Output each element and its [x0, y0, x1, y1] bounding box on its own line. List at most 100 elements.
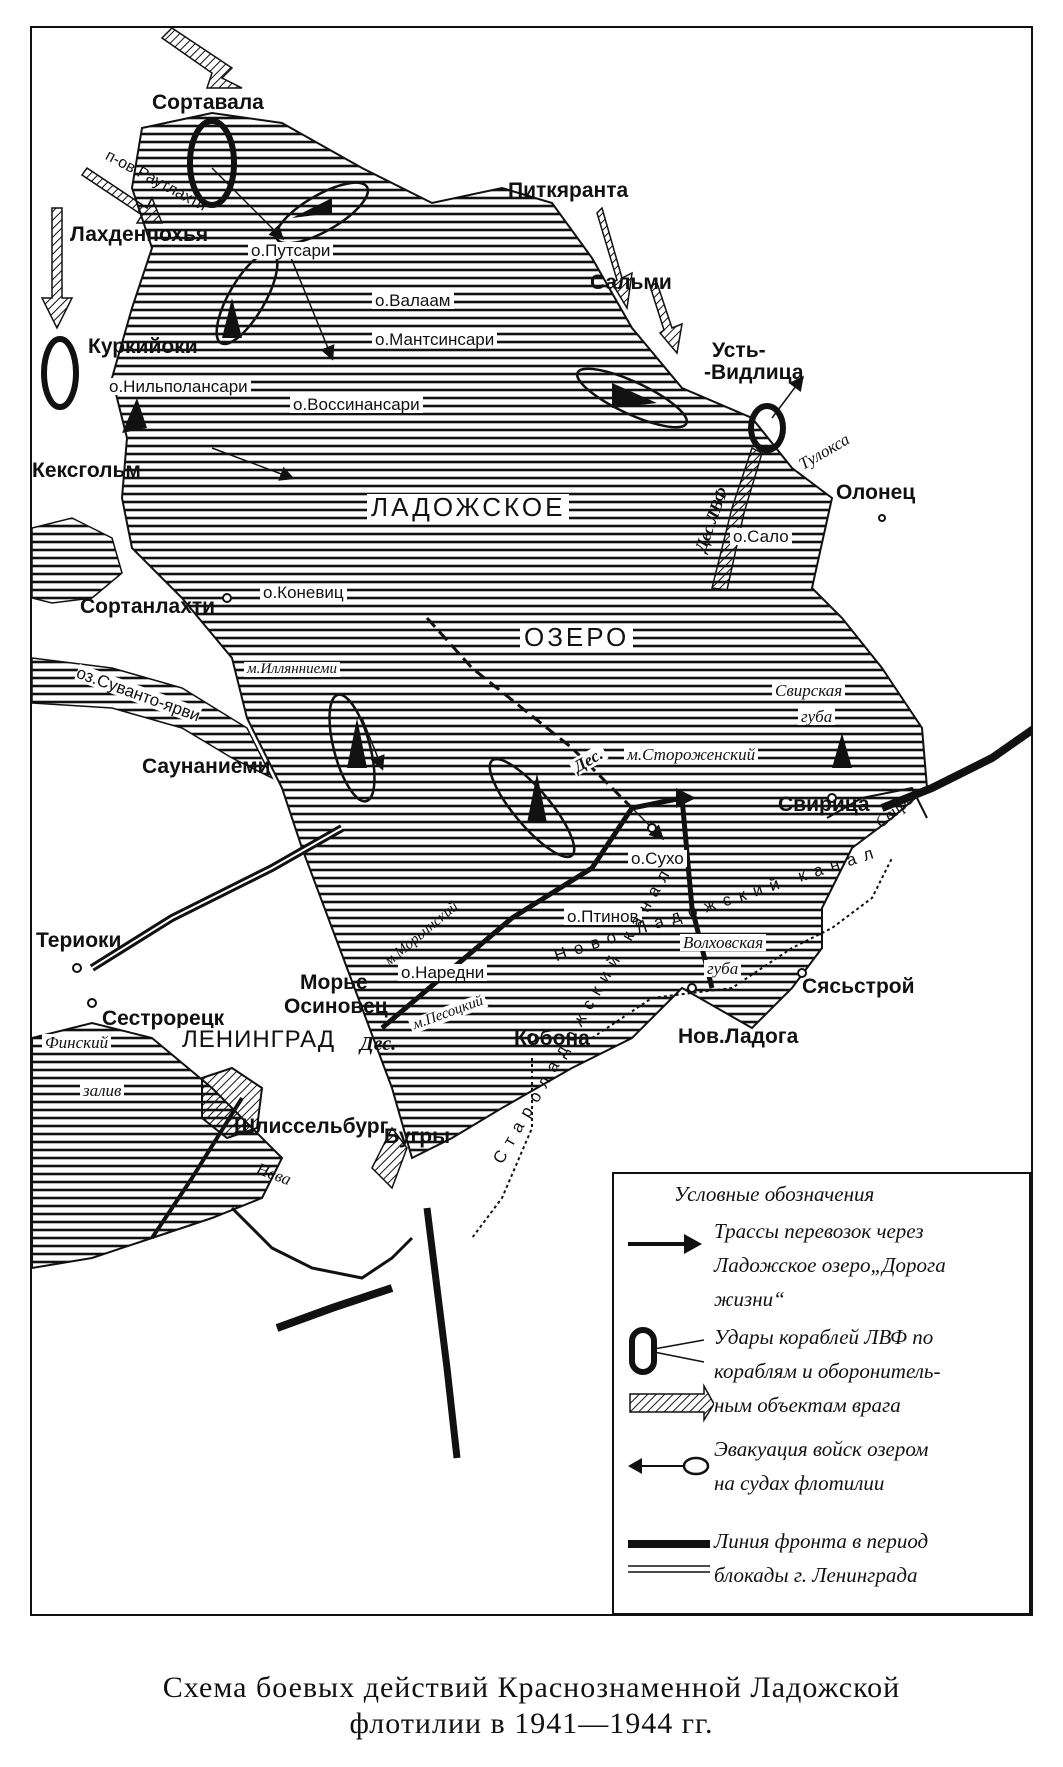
- label-terioki: Териоки: [36, 929, 122, 952]
- ship-glyph-2: [292, 198, 332, 218]
- label-sortanlahti: Сортанлахти: [80, 595, 216, 618]
- label-valaam: о.Валаам: [372, 292, 454, 309]
- evac-oval-3: [575, 367, 689, 429]
- label-illyaniemi: м.Иллянниеми: [244, 662, 340, 677]
- label-ladozhskoe: ЛАДОЖСКОЕ: [367, 494, 570, 520]
- dot-nov-ladoga: [687, 983, 697, 993]
- legend-front-line1: Линия фронта в период: [714, 1529, 929, 1553]
- label-storozhensky: м.Стороженский: [624, 746, 759, 763]
- legend-road-symbol: [628, 1234, 702, 1254]
- label-bugry: Бугры: [384, 1125, 451, 1148]
- label-ust-vidlitsa-2: -Видлица: [704, 361, 804, 384]
- label-leningrad: ЛЕНИНГРАД: [178, 1028, 340, 1052]
- strike-oval-vidlitsa: [748, 403, 786, 453]
- label-sortavala: Сортавала: [152, 91, 264, 114]
- label-salo: о.Сало: [730, 528, 792, 545]
- label-pitkyaranta: Питкяранта: [508, 179, 629, 202]
- label-des-west: Дес.: [360, 1033, 397, 1055]
- label-morye: Морье: [300, 971, 368, 994]
- legend-road-line2: Ладожское озеро„Дорога: [714, 1253, 946, 1277]
- dot-terioki: [72, 963, 82, 973]
- front-line-south2: [423, 1207, 461, 1459]
- dot-syasstroy: [797, 968, 807, 978]
- map-caption: Схема боевых действий Краснознаменной Ла…: [0, 1670, 1063, 1742]
- legend-item-strike: Удары кораблей ЛВФ по кораблям и оборони…: [714, 1320, 940, 1422]
- strike-oval-kurkiyoki: [41, 336, 79, 410]
- legend-evac-symbol: [628, 1456, 710, 1476]
- legend-front-symbol: [628, 1540, 710, 1573]
- label-suho: о.Сухо: [628, 850, 687, 867]
- legend-item-road: Трассы перевозок через Ладожское озеро„Д…: [714, 1214, 946, 1316]
- label-keksgolm: Кексгольм: [32, 459, 141, 482]
- label-nilpolansari: о.Нильполансари: [106, 378, 251, 395]
- label-putsari: о.Путсари: [248, 242, 334, 259]
- label-volhovskaya: Волховская: [680, 934, 767, 951]
- legend-item-front: Линия фронта в период блокады г. Ленингр…: [714, 1524, 928, 1592]
- enemy-arrow-4: [596, 206, 633, 311]
- enemy-arrow-2: [40, 207, 74, 330]
- dot-suho: [647, 823, 657, 833]
- ship-glyph-4: [612, 383, 657, 408]
- label-nov-ladoga: Нов.Ладога: [678, 1025, 799, 1048]
- caption-line1: Схема боевых действий Краснознаменной Ла…: [162, 1671, 901, 1704]
- evac-arrow-a: [211, 447, 295, 481]
- label-ptinov: о.Птинов: [564, 908, 642, 925]
- caption-line2: флотилии в 1941—1944 гг.: [349, 1707, 714, 1740]
- label-finsky: Финский: [42, 1034, 112, 1051]
- dot-svirica: [827, 793, 837, 803]
- enemy-arrow-5: [649, 281, 683, 355]
- strike-oval-rautalahti: [187, 118, 237, 208]
- strike-arrow-d: [361, 717, 385, 771]
- legend-strike-line3: ным объектам врага: [714, 1393, 901, 1417]
- label-konevits: о.Коневиц: [260, 584, 347, 601]
- label-kurkiyoki: Куркийоки: [88, 335, 198, 358]
- legend-road-line1: Трассы перевозок через: [714, 1219, 924, 1243]
- dot-kobona: [527, 1033, 537, 1043]
- label-ust-vidlitsa-1: Усть-: [712, 339, 766, 362]
- suvanto-lake: [32, 657, 274, 780]
- label-shlisselburg: Шлиссельбург: [234, 1115, 389, 1138]
- label-kobona: Кобона: [514, 1027, 590, 1050]
- legend-item-evac: Эвакуация войск озером на судах флотилии: [714, 1432, 928, 1500]
- western-lake: [32, 517, 123, 604]
- evac-oval-4: [328, 693, 376, 803]
- legend-strike-line1: Удары кораблей ЛВФ по: [714, 1325, 934, 1349]
- front-line-karelian-inner: [91, 827, 343, 969]
- strike-arrow-a: [211, 167, 285, 241]
- strike-arrow-c: [771, 375, 804, 419]
- lake-ladoga: [110, 111, 929, 1160]
- label-vossinansari: о.Воссинансари: [290, 396, 423, 413]
- enemy-arrow-3: [80, 166, 164, 224]
- label-mantsinsari: о.Мантсинсари: [372, 331, 498, 348]
- label-saunaniemi: Саунаниеми: [142, 755, 271, 778]
- evac-oval-5: [488, 757, 576, 859]
- label-salmi: Сальми: [590, 271, 672, 294]
- front-line-south: [275, 1284, 394, 1332]
- legend-strike-line2: кораблям и оборонитель-: [714, 1359, 941, 1383]
- canal-new-ladoga: [591, 857, 893, 1039]
- legend-strike-symbol: [629, 1327, 714, 1423]
- ship-glyph-5: [347, 718, 367, 768]
- enemy-arrow-1: [160, 28, 243, 89]
- legend-front-line2: блокады г. Ленинграда: [714, 1563, 918, 1587]
- legend-title: Условные обозначения: [674, 1182, 875, 1206]
- dot-sestroretsk: [87, 998, 97, 1008]
- label-sestroretsk: Сестрорецк: [102, 1007, 225, 1030]
- label-lahdenpohja: Лахденпохья: [70, 223, 209, 246]
- ship-glyph-6: [527, 773, 547, 823]
- neva-river: [230, 1206, 414, 1280]
- label-svirica: Свирица: [778, 793, 870, 816]
- ship-glyph-1: [222, 298, 242, 338]
- label-olonets: Олонец: [836, 481, 916, 504]
- leningrad-city: [201, 1066, 264, 1140]
- label-zaliv: залив: [80, 1082, 125, 1099]
- label-osinovets: Осиновец: [284, 995, 388, 1018]
- legend-evac-line2: на судах флотилии: [714, 1471, 885, 1495]
- ship-glyph-3: [122, 398, 147, 433]
- label-ozero: ОЗЕРО: [520, 624, 634, 650]
- label-naredni: о.Наредни: [398, 964, 488, 981]
- svir-bay-shore: [826, 786, 928, 819]
- landing-arrow-lvf: [711, 446, 763, 591]
- front-line-svir: [880, 725, 1031, 812]
- label-syasstroy: Сясьстрой: [802, 975, 915, 998]
